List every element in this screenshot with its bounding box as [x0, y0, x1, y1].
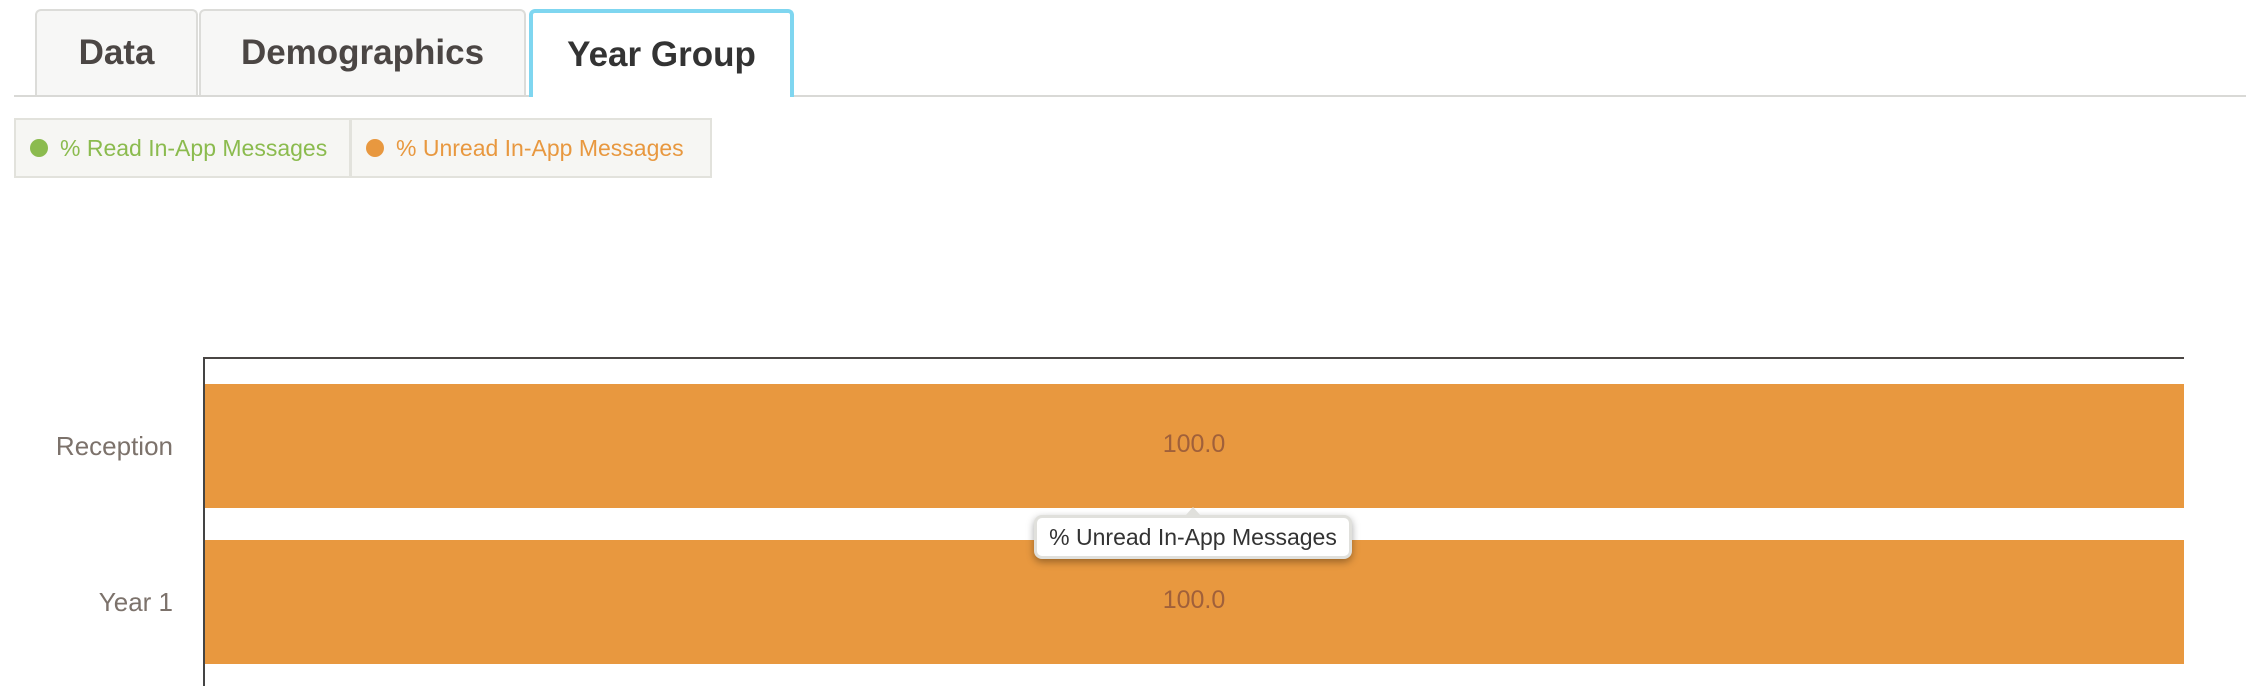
legend-dot-icon [366, 139, 384, 157]
y-tick-label: Year 1 [98, 587, 173, 617]
y-tick-label: Reception [55, 431, 173, 461]
tooltip: % Unread In-App Messages [1034, 507, 1352, 559]
x-axis-line [203, 357, 2184, 359]
tab-demographics[interactable]: Demographics [199, 9, 526, 95]
data-label: 100.0 [1162, 586, 1226, 614]
legend-item-unread[interactable]: % Unread In-App Messages [350, 118, 712, 178]
legend-item-read[interactable]: % Read In-App Messages [14, 118, 351, 178]
tab-divider [14, 95, 2246, 97]
legend-dot-icon [30, 139, 48, 157]
bar-unread[interactable] [205, 384, 2184, 508]
data-label: 100.0 [1162, 430, 1226, 458]
tab-year-group[interactable]: Year Group [529, 9, 794, 97]
legend-label: % Unread In-App Messages [396, 134, 684, 161]
y-axis-line [203, 358, 205, 686]
legend-label: % Read In-App Messages [60, 134, 328, 161]
tab-data[interactable]: Data [35, 9, 198, 95]
bar-unread[interactable] [205, 540, 2184, 664]
